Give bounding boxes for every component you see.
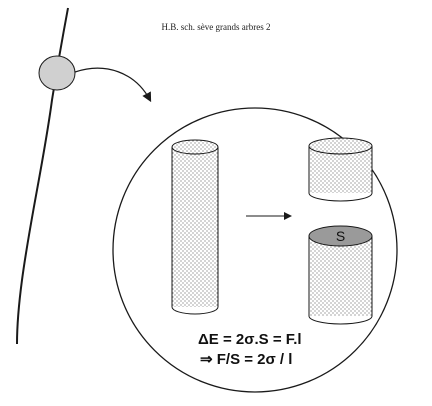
zoom-arrow: [75, 68, 150, 100]
equation-energy: ΔE = 2σ.S = F.l: [198, 331, 398, 348]
tall-cylinder: [172, 140, 218, 314]
lower-cylinder: S: [309, 226, 372, 324]
section-label: S: [336, 228, 345, 244]
magnifier-ellipse: [39, 56, 75, 90]
page-title: H.B. sch. sève grands arbres 2: [0, 22, 432, 32]
upper-cylinder: [309, 138, 372, 201]
equation-force-area: ⇒ F/S = 2σ / l: [200, 350, 400, 368]
